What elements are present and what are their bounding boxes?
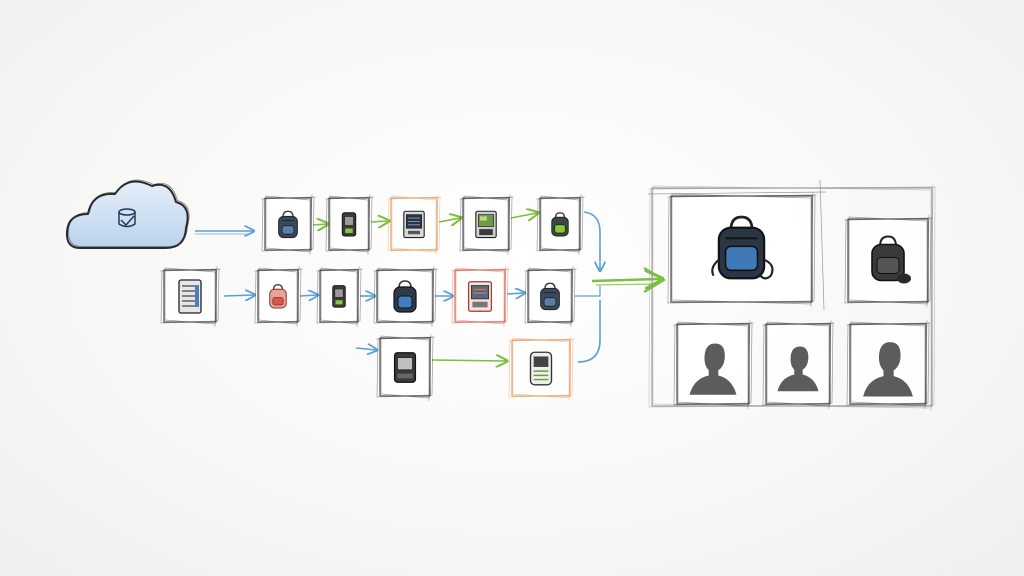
arrow-row2-5: [506, 293, 524, 294]
output-panel: [647, 179, 938, 412]
device-icon: [332, 284, 346, 308]
output-person-3: [845, 319, 932, 410]
appliance-icon: [393, 352, 417, 383]
row1-step-2: [324, 193, 375, 256]
row2-step-2: [253, 265, 304, 328]
row2-step-4: [372, 265, 439, 328]
row2-step-5: [450, 265, 511, 328]
arrow-row1-3: [438, 218, 460, 222]
device-icon: [341, 212, 357, 237]
arrow-row2-1: [223, 295, 254, 296]
row2-step-3: [315, 265, 364, 328]
row3-step-1: [375, 333, 436, 402]
arrow-to-outputs: [591, 267, 667, 293]
source-cloud: [65, 179, 190, 249]
server-rack-icon: [178, 279, 202, 314]
appliance-orange-icon: [529, 351, 553, 386]
kiosk-icon: [403, 210, 425, 239]
row3-step-2: [507, 335, 576, 402]
pipeline-frames: [159, 193, 586, 402]
row1-step-3: [386, 193, 443, 256]
row1-step-4: [458, 193, 515, 256]
arrow-cloud-to-row1: [195, 231, 253, 234]
output-person-2: [761, 319, 836, 410]
row2-step-1: [159, 265, 222, 328]
row2-step-6: [523, 265, 578, 328]
kiosk-screen-icon: [475, 210, 497, 239]
kiosk-red-icon: [467, 281, 493, 312]
arrow-row2-2: [299, 295, 317, 296]
arrow-row1-4: [510, 213, 537, 218]
output-product-medium: [843, 214, 934, 308]
arrow-row3-1: [431, 360, 506, 361]
row1-step-5: [535, 193, 586, 256]
output-person-1: [672, 319, 755, 410]
output-product-large: [666, 191, 818, 308]
arrow-row1-2: [370, 221, 388, 222]
merge-bracket: [575, 211, 600, 363]
arrow-row1-1: [312, 224, 327, 225]
arrow-row3-in: [355, 348, 376, 350]
flow-arrows: [195, 211, 667, 363]
row1-step-1: [260, 193, 317, 256]
